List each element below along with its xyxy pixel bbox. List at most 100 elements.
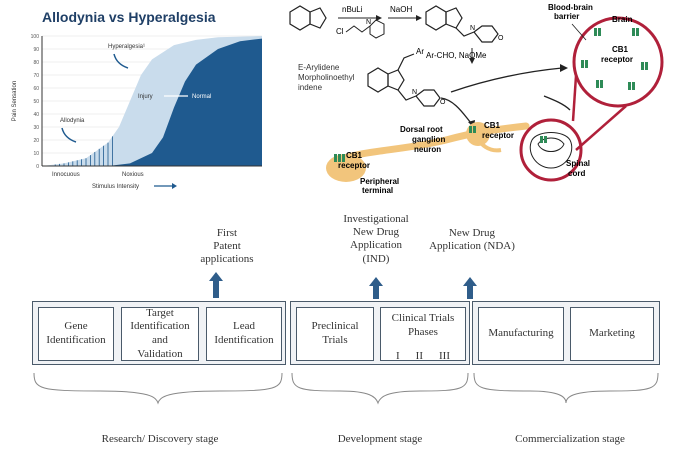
x-tick-innocuous: Innocuous [52,172,80,178]
milestone-patent-line1: First [216,227,238,239]
stage-target-line2: Identification [130,320,190,333]
chart-title: Allodynia vs Hyperalgesia [42,9,216,25]
stage-manufacturing: Manufacturing [478,307,564,361]
drug-development-pipeline: First Patent applications Investigationa… [0,205,675,450]
stage-preclinical-line2: Trials [322,334,348,346]
phase-i: I [396,349,400,362]
y-tick-label-7: 70 [33,73,39,79]
zoom-line-1 [571,75,578,122]
n-label-3: N [412,89,417,96]
y-tick-label-9: 90 [33,47,39,53]
spinal-label-line2: cord [568,169,585,178]
brace-development [291,372,469,405]
brace-commercialization [473,372,659,404]
milestone-ind-line2: New Drug [352,226,400,239]
stage-clinical-line2: Phases [408,325,438,338]
stage-manufacturing-label: Manufacturing [488,327,554,340]
clinical-phases: I II III [392,350,455,364]
y-tick-label-0: 0 [36,164,39,170]
allodynia-arrow [61,127,77,143]
peripheral-label-line2: terminal [362,186,393,195]
milestone-nda-line2: Application (NDA) [429,240,515,253]
arrow-up-nda [463,277,477,299]
y-tick-label-4: 40 [33,112,39,118]
stage-marketing-label: Marketing [589,327,635,340]
stage-group-commercialization: Commercialization stage [515,433,625,445]
y-tick-label-8: 80 [33,60,39,66]
normal-area [42,38,262,166]
indene-reactant [289,5,327,31]
label-injury: Injury [138,94,153,100]
cl-label: Cl [336,27,344,36]
arrowhead-to-brain [560,64,568,72]
x-axis-arrowhead [172,183,177,189]
brain-label: Brain [612,15,633,24]
hyperalgesia-arrow [113,53,129,69]
x-axis-label: Stimulus Intensity [92,184,139,190]
stage-gene-line1: Gene [64,320,88,333]
y-tick-label-10: 100 [31,34,40,40]
stage-target-line3: and [152,334,168,346]
stage-clinical-line1: Clinical Trials [391,312,455,324]
milestone-ind: Investigational New Drug Application (IN… [336,213,416,266]
n-label-1: N [366,19,371,26]
bbb-label-line2: barrier [554,12,579,21]
milestone-nda: New Drug Application (NDA) [424,227,520,253]
n-label-2: N [470,25,475,32]
spinal-label-line1: Spinal [566,159,590,168]
stage-group-development: Development stage [337,433,423,445]
product-label-line1: E-Arylidene [298,63,340,72]
stage-gene-line2: Identification [46,334,106,346]
ar-label: Ar [416,47,424,56]
stage-preclinical-line1: Preclinical [311,320,359,333]
cb1-receptor-drg [469,126,476,133]
label-hyperalgesia: Hyperalgesia¹ [108,44,145,50]
milestone-ind-line4: (IND) [362,252,390,265]
phase-ii: II [415,349,423,362]
reaction-arrowhead-2 [416,15,422,21]
cb1-brain-line1: CB1 [612,45,629,54]
phase-iii: III [439,349,450,362]
stage-clinical-trials: Clinical Trials Phases I II III [380,307,466,364]
cb1-peripheral-line2: receptor [338,161,370,170]
y-tick-label-3: 30 [33,125,39,131]
stage-braces [33,372,659,405]
cb1-peripheral-line1: CB1 [346,151,363,160]
stage-marketing: Marketing [570,307,654,361]
peripheral-nerve [334,122,530,164]
zoom-line-2 [575,105,627,151]
y-tick-label-1: 10 [33,151,39,157]
milestone-patent: First Patent applications [188,227,266,267]
stage-lead-line2: Identification [214,334,274,346]
drg-label-line2: ganglion [412,135,445,144]
reagent-naoh: NaOH [390,5,412,14]
bbb-label-line1: Blood-brain [548,3,593,12]
product-label-line2: Morpholinoethyl [298,73,355,82]
milestone-ind-line1: Investigational [343,213,409,225]
drg-label-line3: neuron [414,145,441,154]
stage-target-line4: Validation [137,347,183,360]
stage-target-line1: Target [146,306,174,319]
chemistry-anatomy-svg: nBuLi NaOH Cl N N O Ar-CHO, NaOMe [289,3,664,195]
x-tick-noxious: Noxious [122,172,144,178]
reagent-nbuli: nBuLi [342,5,363,14]
chloroethyl-morpholine [345,19,385,39]
bbb-pointer [571,23,587,41]
arrow-to-brain [450,67,563,93]
arrow-bbb [543,95,571,111]
cb1-receptors-brain [581,28,648,90]
milestone-patent-line2: Patent [213,240,241,253]
milestone-nda-line1: New Drug [448,227,496,239]
label-allodynia: Allodynia [60,118,85,124]
arylidene-product [367,53,441,107]
o-label-2: O [440,99,446,106]
y-tick-label-2: 20 [33,138,39,144]
cb1-brain-line2: receptor [601,55,633,64]
reaction-arrowhead-1 [376,15,382,21]
